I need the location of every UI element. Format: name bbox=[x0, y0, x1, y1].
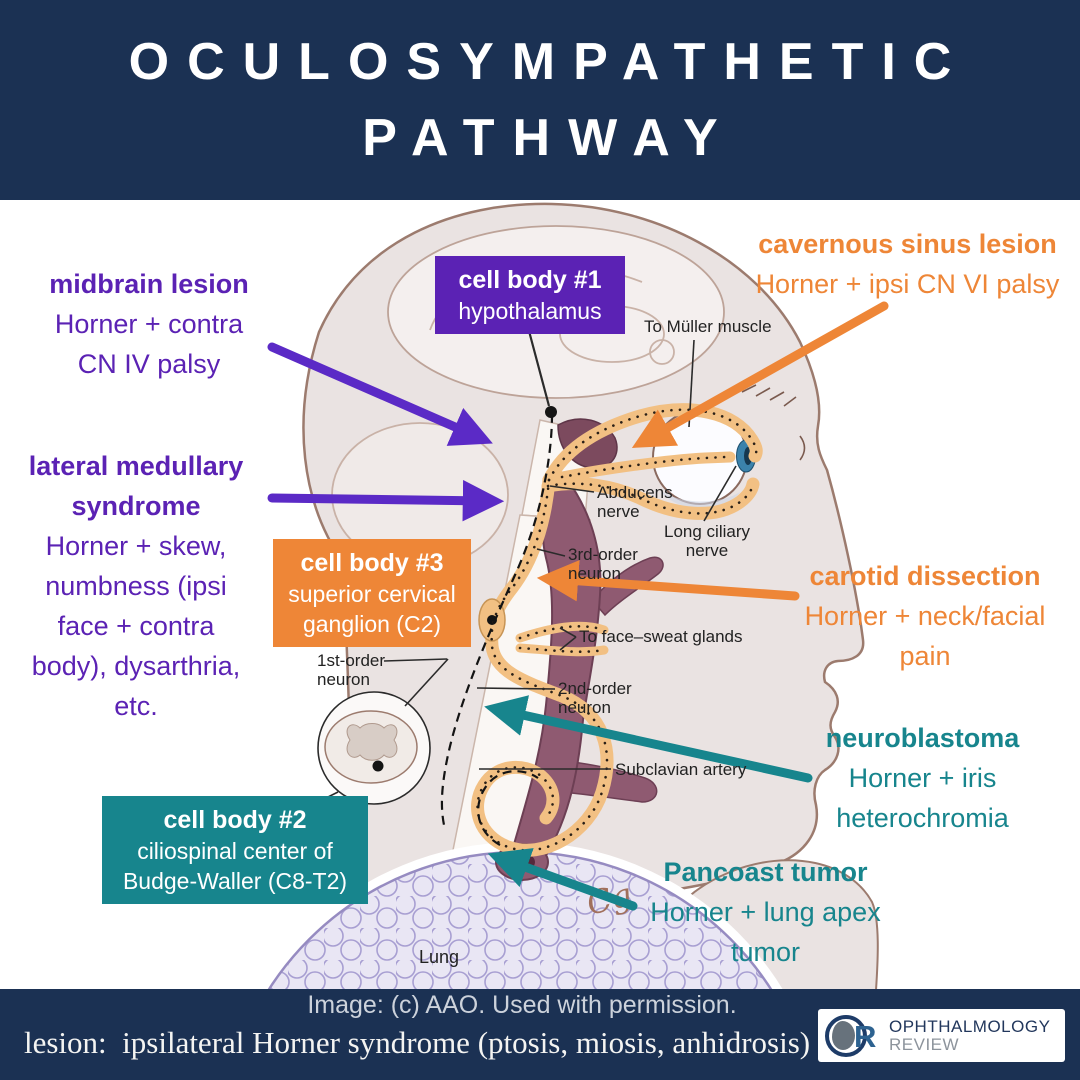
callout-box-title: cell body #3 bbox=[300, 549, 444, 577]
logo-eye-icon: R bbox=[825, 1013, 889, 1059]
label-face-sweat-glands: To face–sweat glands bbox=[579, 627, 743, 646]
callout-box-title: cell body #2 bbox=[163, 806, 307, 834]
neuroblastoma-arrow bbox=[484, 695, 813, 783]
note-title: carotid dissection bbox=[809, 561, 1041, 591]
note-title: neuroblastoma bbox=[825, 723, 1020, 753]
lesion-summary: lesion: ipsilateral Horner syndrome (pto… bbox=[24, 1025, 811, 1060]
spinal-cord-cross-section bbox=[309, 658, 449, 807]
pancoast-arrow bbox=[487, 848, 638, 911]
callout-box-cell-body-2: cell body #2 ciliospinal center of Budge… bbox=[102, 796, 368, 904]
logo-line2: REVIEW bbox=[889, 1034, 960, 1054]
note-carotid-dissection: carotid dissection Horner + neck/facial … bbox=[775, 556, 1075, 676]
label-lung: Lung bbox=[419, 947, 460, 967]
label-third-order-neuron: 3rd-order neuron bbox=[568, 545, 638, 583]
ophthalmology-review-logo: R OPHTHALMOLOGY REVIEW bbox=[818, 1009, 1065, 1062]
note-title: Pancoast tumor bbox=[663, 857, 868, 887]
callout-box-title: cell body #1 bbox=[458, 266, 602, 294]
note-body: Horner + contra CN IV palsy bbox=[54, 309, 244, 379]
cavernous-sinus-arrow bbox=[631, 301, 889, 448]
callout-box-cell-body-3: cell body #3 superior cervical ganglion … bbox=[273, 539, 471, 647]
note-cavernous-sinus-lesion: cavernous sinus lesion Horner + ipsi CN … bbox=[735, 224, 1080, 304]
note-body: Horner + iris heterochromia bbox=[836, 763, 1009, 833]
page-title-line1: OCULOSYMPATHETIC bbox=[128, 33, 970, 91]
note-lateral-medullary-syndrome: lateral medullary syndrome Horner + skew… bbox=[2, 446, 270, 726]
logo-line1: OPHTHALMOLOGY bbox=[889, 1016, 1051, 1036]
callout-box-body: ciliospinal center of Budge-Waller (C8-T… bbox=[122, 838, 348, 894]
note-midbrain-lesion: midbrain lesion Horner + contra CN IV pa… bbox=[18, 264, 280, 384]
lateral-medullary-arrow bbox=[267, 479, 505, 522]
callout-arrows bbox=[267, 301, 889, 911]
callout-box-cell-body-1: cell body #1 hypothalamus bbox=[435, 256, 625, 334]
callout-box-body: superior cervical ganglion (C2) bbox=[288, 581, 456, 637]
page-title-line2: PATHWAY bbox=[362, 109, 736, 167]
note-neuroblastoma: neuroblastoma Horner + iris heterochromi… bbox=[770, 718, 1075, 838]
note-title: midbrain lesion bbox=[49, 269, 249, 299]
header-banner: OCULOSYMPATHETIC PATHWAY bbox=[0, 0, 1080, 200]
label-long-ciliary-nerve: Long ciliary nerve bbox=[664, 522, 750, 560]
eyebrow-hatching bbox=[741, 384, 806, 461]
note-body: Horner + neck/facial pain bbox=[804, 601, 1046, 671]
note-title: cavernous sinus lesion bbox=[758, 229, 1057, 259]
label-first-order-neuron: 1st-order neuron bbox=[317, 651, 386, 689]
label-second-order-neuron: 2nd-order neuron bbox=[558, 679, 632, 717]
image-credit: Image: (c) AAO. Used with permission. bbox=[307, 991, 737, 1019]
callout-box-body: hypothalamus bbox=[458, 298, 602, 324]
carotid-dissection-arrow bbox=[536, 560, 800, 602]
midbrain-arrow bbox=[267, 342, 493, 446]
note-body: Horner + ipsi CN VI palsy bbox=[755, 269, 1060, 299]
logo-text: OPHTHALMOLOGY REVIEW bbox=[889, 1016, 1051, 1054]
note-title: lateral medullary syndrome bbox=[28, 451, 244, 521]
note-body: Horner + lung apex tumor bbox=[650, 897, 881, 967]
label-muller-muscle: To Müller muscle bbox=[644, 317, 772, 336]
footer-banner: Image: (c) AAO. Used with permission. le… bbox=[0, 989, 1080, 1080]
label-abducens-nerve: Abducens nerve bbox=[597, 483, 673, 521]
logo-bean-shape bbox=[832, 1020, 855, 1050]
label-subclavian-artery: Subclavian artery bbox=[615, 760, 747, 779]
logo-letter-r: R bbox=[854, 1018, 877, 1054]
logo-circle-icon bbox=[825, 1014, 867, 1057]
note-body: Horner + skew, numbness (ipsi face + con… bbox=[31, 531, 241, 721]
note-pancoast-tumor: Pancoast tumor Horner + lung apex tumor bbox=[628, 852, 903, 972]
